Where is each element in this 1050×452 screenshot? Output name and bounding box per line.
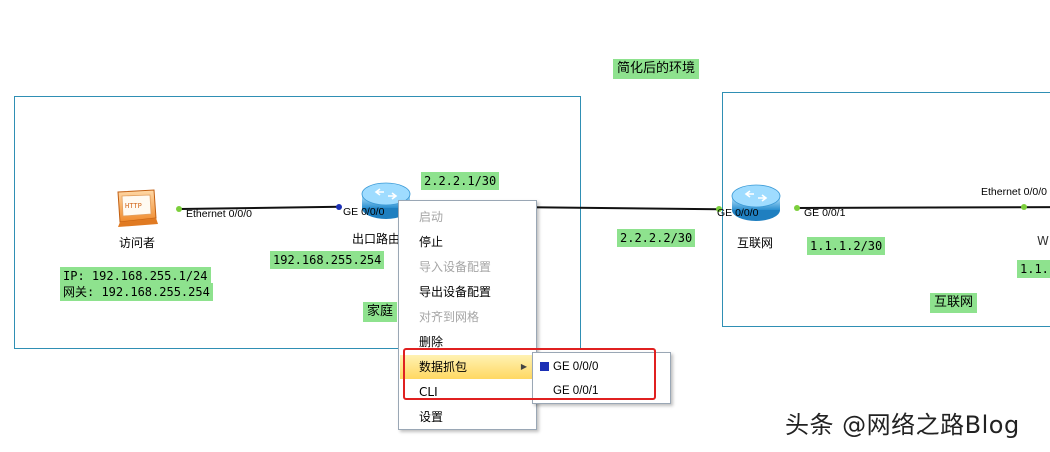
checked-indicator-icon bbox=[540, 362, 549, 371]
internet-router-label: 互联网 bbox=[737, 236, 774, 250]
port-dot bbox=[176, 206, 182, 212]
port-dot bbox=[1021, 204, 1027, 210]
submenu-item-ge000[interactable]: GE 0/0/0 bbox=[534, 355, 669, 379]
internet-router-device[interactable] bbox=[730, 182, 782, 226]
submenu-item-label: GE 0/0/1 bbox=[553, 385, 599, 397]
highlight-annotation bbox=[403, 348, 656, 400]
submenu-item-ge001[interactable]: GE 0/0/1 bbox=[534, 379, 669, 403]
http-icon-text: HTTP bbox=[125, 202, 142, 210]
port-dot-selected bbox=[336, 204, 342, 210]
visitor-ip: IP: 192.168.255.1/24 bbox=[60, 267, 211, 285]
menu-item-capture-label: 数据抓包 bbox=[419, 360, 468, 374]
visitor-label: 访问者 bbox=[119, 236, 156, 250]
exit-router-lan-ip: 192.168.255.254 bbox=[270, 251, 385, 269]
server-ip: 1.1. bbox=[1017, 260, 1050, 278]
server-port-label: Ethernet 0/0/0 bbox=[981, 186, 1047, 198]
internet-zone bbox=[722, 92, 1050, 327]
server-label: W bbox=[1037, 234, 1049, 248]
internet-zone-label: 互联网 bbox=[930, 293, 978, 313]
menu-item-stop[interactable]: 停止 bbox=[419, 235, 444, 249]
exit-router-wan-ip: 2.2.2.1/30 bbox=[421, 172, 500, 190]
capture-submenu: GE 0/0/0 GE 0/0/1 bbox=[532, 352, 671, 404]
device-context-menu: 启动 停止 导入设备配置 导出设备配置 对齐到网格 删除 数据抓包 ▶ CLI … bbox=[398, 200, 537, 430]
home-zone-label: 家庭 bbox=[363, 302, 398, 322]
menu-item-capture[interactable]: 数据抓包 ▶ bbox=[400, 355, 535, 379]
internet-router-right-ip: 1.1.1.2/30 bbox=[807, 237, 886, 255]
visitor-gateway: 网关: 192.168.255.254 bbox=[60, 283, 213, 301]
internet-router-port-right: GE 0/0/1 bbox=[804, 207, 846, 219]
exit-router-port-label: GE 0/0/0 bbox=[343, 206, 385, 218]
diagram-title: 简化后的环境 bbox=[613, 59, 700, 79]
home-network-zone bbox=[14, 96, 581, 349]
exit-router-label: 出口路由 bbox=[352, 232, 401, 246]
visitor-port-label: Ethernet 0/0/0 bbox=[186, 208, 252, 220]
visitor-device[interactable]: HTTP bbox=[112, 188, 160, 228]
internet-router-left-ip: 2.2.2.2/30 bbox=[617, 229, 696, 247]
submenu-item-label: GE 0/0/0 bbox=[553, 361, 599, 373]
http-server-icon bbox=[117, 189, 158, 227]
port-dot bbox=[716, 206, 722, 212]
menu-item-align-grid[interactable]: 对齐到网格 bbox=[419, 310, 480, 324]
menu-item-export-config[interactable]: 导出设备配置 bbox=[419, 285, 492, 299]
submenu-arrow-icon: ▶ bbox=[520, 362, 527, 371]
menu-item-import-config[interactable]: 导入设备配置 bbox=[419, 260, 492, 274]
menu-item-start[interactable]: 启动 bbox=[419, 210, 444, 224]
menu-item-cli[interactable]: CLI bbox=[419, 385, 438, 399]
internet-router-port-left: GE 0/0/0 bbox=[717, 207, 759, 219]
port-dot bbox=[794, 205, 800, 211]
menu-item-delete[interactable]: 删除 bbox=[419, 335, 444, 349]
watermark: 头条 @网络之路Blog bbox=[785, 411, 1020, 439]
router-icon bbox=[731, 184, 781, 221]
menu-item-settings[interactable]: 设置 bbox=[419, 410, 444, 424]
